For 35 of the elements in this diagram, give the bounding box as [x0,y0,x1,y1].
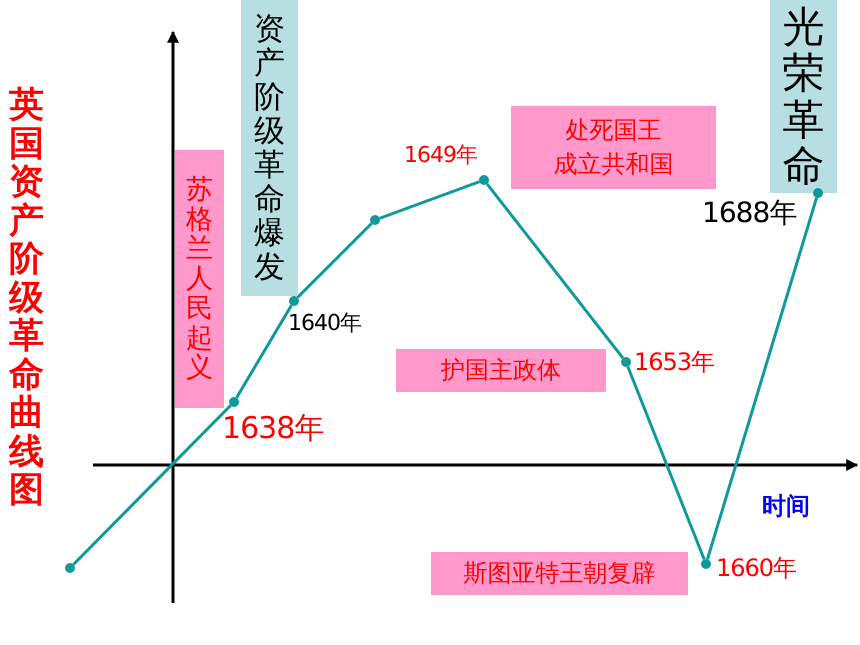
curve-segment [626,366,706,560]
event-text: 斯图亚特王朝复辟 [464,558,656,589]
curve-segment [296,222,373,299]
data-point [229,397,239,407]
event-text: 资产阶级革命爆发 [254,12,285,284]
event-box [396,349,606,392]
event-box [241,0,298,296]
axis-label: 时间 [762,491,810,522]
event-text: 成立共和国 [554,148,674,180]
data-point [289,296,299,306]
year-label: 1649年 [404,142,477,170]
event-text: 光荣革命 [782,4,824,189]
year-label: 1688年 [702,195,796,231]
year-label: 1640年 [288,310,361,338]
event-box [770,0,837,193]
data-point [813,188,823,198]
data-point [370,215,380,225]
data-point [479,175,489,185]
event-text: 苏格兰人民起义 [186,175,213,383]
curve-segment [486,183,624,359]
data-point [65,563,75,573]
event-text: 处死国王 [566,114,662,146]
chart-title: 英国资产阶级革命曲线图 [9,86,44,510]
year-label: 1653年 [634,347,714,378]
data-point [701,559,711,569]
year-label: 1660年 [716,553,796,584]
year-label: 1638年 [222,410,324,448]
event-text: 护国主政体 [441,354,561,386]
curve-segment [379,180,480,220]
event-box [431,552,688,595]
curve-segment [72,404,232,566]
curve-segment [235,304,293,398]
event-box [175,150,224,408]
event-box [511,106,716,189]
data-point [621,357,631,367]
